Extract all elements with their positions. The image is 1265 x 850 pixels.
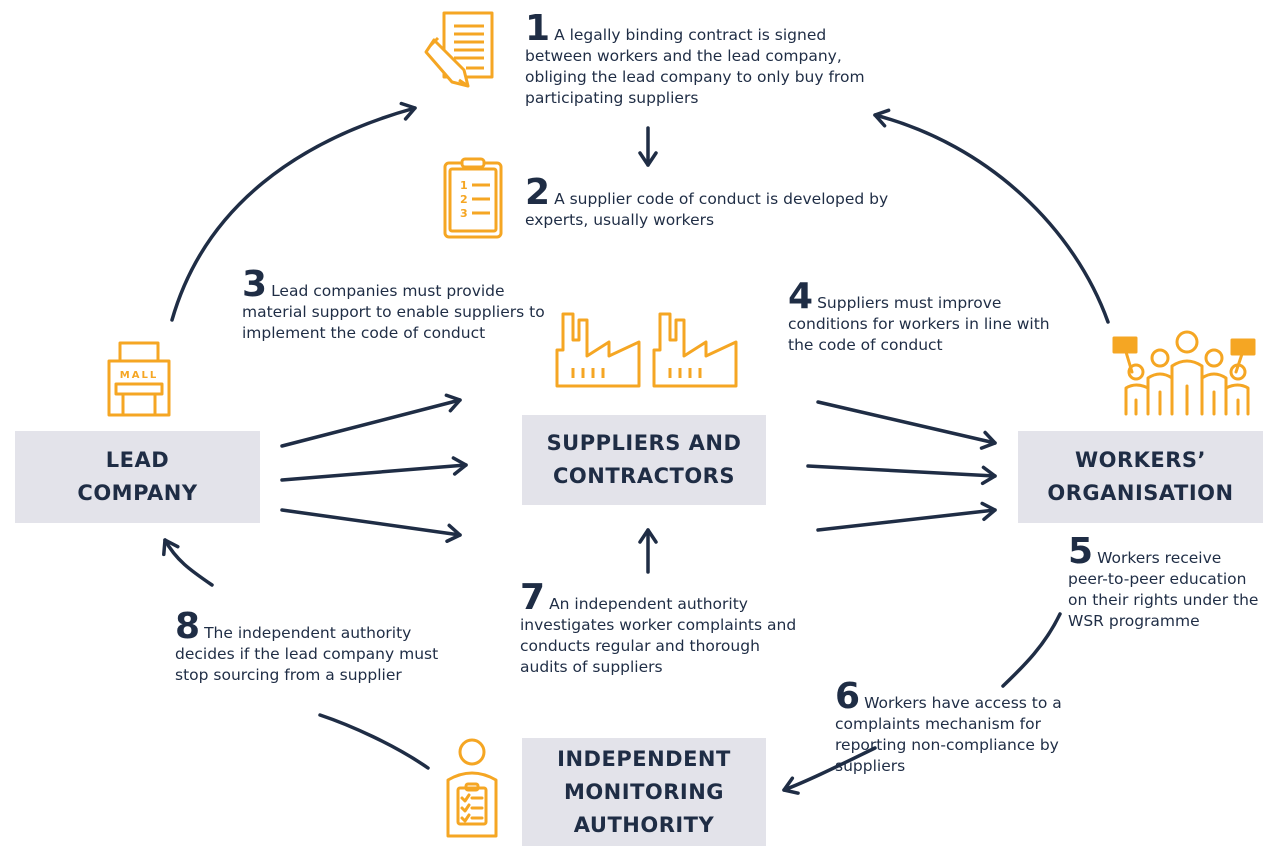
factory-icon [555,312,641,388]
arrow-workers-to-contract [873,108,1110,324]
checklist-number-1: 1 [460,179,468,192]
step-5-number: 5 [1068,531,1094,572]
workers-label-line1: WORKERS’ [1074,448,1207,472]
clipboard-list-icon: 1 2 3 [443,157,503,239]
factory-icon [652,312,738,388]
checklist-number-3: 3 [460,207,468,220]
arrow-lead-to-contract [170,101,417,322]
authority-label-line2: MONITORING [563,779,725,804]
workers-protest-icon [1112,330,1256,416]
step-7-number: 7 [520,577,546,618]
step-7-text: An independent authority investigates wo… [520,595,797,676]
arrow-suppliers-to-workers-1 [816,400,997,450]
mall-sign-text: MALL [120,370,158,381]
step-6-number: 6 [835,676,861,717]
arrow-step6-to-authority [782,746,877,795]
workers-label-line2: ORGANISATION [1047,481,1234,505]
line-step5-to-step6 [1001,612,1062,688]
step-8-number: 8 [175,606,201,647]
line-authority-to-step8 [318,713,430,770]
suppliers-label-line2: CONTRACTORS [553,464,735,488]
inspector-checklist-icon [446,738,498,838]
step-3-text: Lead companies must provide material sup… [242,282,545,342]
authority-label-line1: INDEPENDENT [557,746,731,771]
arrow-lead-to-suppliers-1 [280,393,462,448]
step-1-number: 1 [525,8,551,49]
arrow-lead-to-suppliers-2 [280,456,468,482]
step-6-text: Workers have access to a complaints mech… [835,694,1062,775]
step-5-text: Workers receive peer-to-peer education o… [1068,549,1259,630]
step-4-number: 4 [788,276,814,317]
step-8-text: The independent authority decides if the… [175,624,439,684]
arrow-suppliers-to-workers-2 [806,464,997,486]
authority-label-line3: AUTHORITY [573,812,715,837]
suppliers-label-line1: SUPPLIERS AND [546,431,742,455]
checklist-number-2: 2 [460,193,468,206]
step-3-number: 3 [242,264,268,305]
workers-organisation-box: WORKERS’ ORGANISATION [1018,431,1263,523]
contract-pencil-icon [424,11,494,88]
arrow-lead-to-suppliers-3 [280,508,462,544]
step-1-text: A legally binding contract is signed bet… [525,26,865,107]
arrow-suppliers-to-workers-3 [816,501,997,532]
suppliers-contractors-box: SUPPLIERS AND CONTRACTORS [522,415,766,505]
mall-building-icon: MALL [107,341,171,417]
lead-company-box: LEAD COMPANY [15,431,260,523]
lead-company-label-line2: COMPANY [77,481,198,505]
step-4-text: Suppliers must improve conditions for wo… [788,294,1050,354]
independent-authority-box: INDEPENDENT MONITORING AUTHORITY [522,738,766,846]
arrow-authority-to-lead [162,538,214,587]
step-2-text: A supplier code of conduct is developed … [525,190,889,229]
step-2-number: 2 [525,172,551,213]
lead-company-label-line1: LEAD [105,448,170,472]
